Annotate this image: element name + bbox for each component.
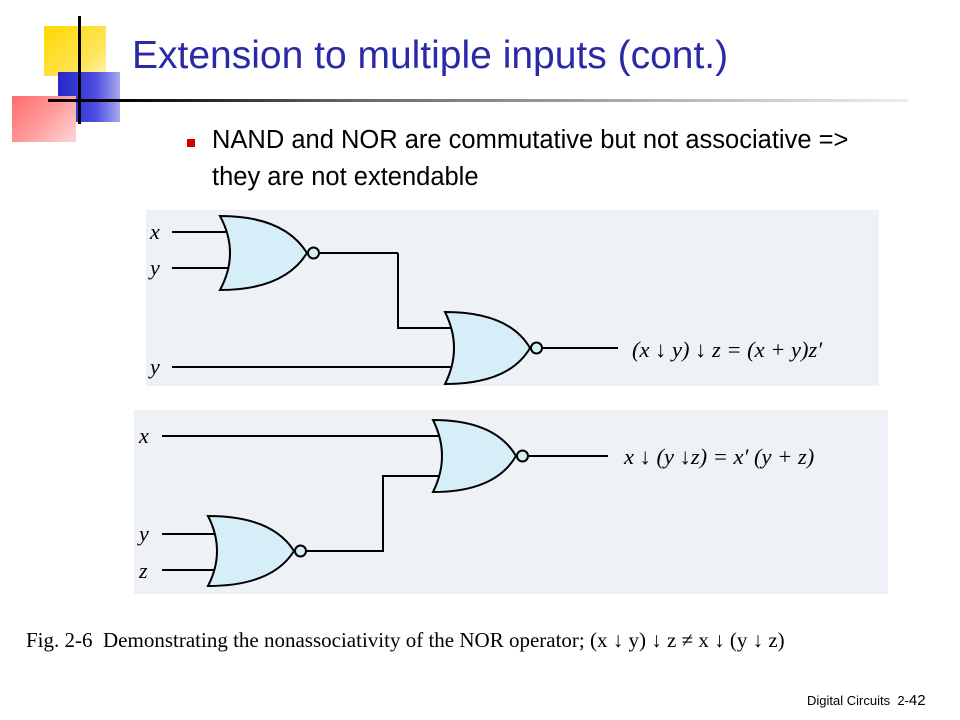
nor-bubble-bottom-1 [294,544,307,558]
bullet-text: NAND and NOR are commutative but not ass… [212,126,849,191]
bottom-input-z-label: z [138,558,148,583]
decor-red-square [12,96,76,142]
figure-caption-text: Demonstrating the nonassociativity of th… [103,628,785,652]
top-input-y-label: y [148,255,160,280]
top-wire-g1-to-g2 [397,253,455,329]
figure-label: Fig. 2-6 [26,628,93,652]
decor-title-underline [48,99,908,102]
bottom-input-y-label: y [137,521,149,546]
footer-page-number: 42 [908,692,926,709]
decor-yellow-square [44,26,106,76]
slide-title: Extension to multiple inputs (cont.) [132,34,729,77]
top-input-x-label: x [149,219,160,244]
nor-bubble-top-1 [307,246,320,260]
nor-gate-top-1 [218,214,309,292]
nor-bubble-top-2 [530,341,543,355]
footer-chapter: 2- [897,693,909,708]
bottom-output-expression: x ↓ (y ↓z) = x′ (y + z) [623,444,814,469]
footer-course: Digital Circuits [807,693,891,708]
top-input-y2-label: y [148,354,160,379]
bottom-input-x-label: x [138,423,149,448]
figure-caption: Fig. 2-6 Demonstrating the nonassociativ… [26,628,785,653]
nor-bubble-bottom-2 [516,449,529,463]
nor-gate-bottom-1 [206,514,296,588]
bullet-marker [187,139,195,147]
nor-gate-top-2 [443,310,532,386]
top-output-expression: (x ↓ y) ↓ z = (x + y)z′ [632,337,823,362]
nor-gate-bottom-2 [431,418,518,494]
bottom-wire-g1-to-g2 [307,475,443,552]
decor-vertical-line [78,16,81,124]
slide-footer: Digital Circuits 2-42 [807,692,926,709]
